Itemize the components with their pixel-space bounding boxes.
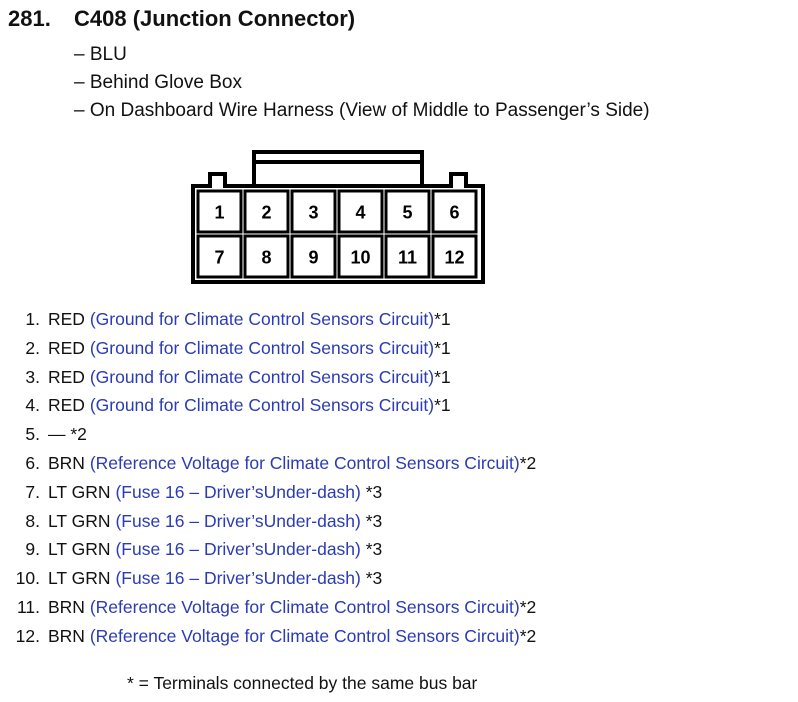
terminal-cell	[243, 234, 290, 279]
bus-bar-note: *3	[365, 481, 383, 502]
circuit-name: (Ground for Climate Control Sensors Circ…	[89, 395, 435, 416]
location-detail: – Behind Glove Box	[74, 72, 242, 93]
circuit-name: (Reference Voltage for Climate Control S…	[89, 596, 520, 617]
wire-color: RED	[48, 395, 85, 416]
color-detail: – BLU	[74, 44, 127, 65]
bus-bar-note: *2	[519, 452, 537, 473]
terminal-cell	[337, 189, 384, 234]
wire-color: BRN	[48, 625, 85, 646]
pin-description: RED (Ground for Climate Control Sensors …	[48, 305, 451, 334]
wire-color: RED	[48, 366, 85, 387]
pin-description: LT GRN (Fuse 16 – Driver’sUnder-dash) *3	[48, 478, 382, 507]
section-number: 281.	[8, 6, 51, 31]
wire-color: —	[48, 424, 66, 445]
terminal-number: 10	[350, 248, 370, 268]
circuit-name: (Fuse 16 – Driver’sUnder-dash)	[115, 510, 361, 531]
wire-color: RED	[48, 309, 85, 329]
pin-number: 1.	[25, 309, 40, 329]
pin-number: 9.	[25, 539, 40, 560]
bus-bar-note: *1	[434, 337, 451, 358]
bus-bar-note: *1	[434, 395, 451, 416]
connector-name: C408 (Junction Connector)	[74, 6, 356, 31]
pin-number: 4.	[25, 395, 40, 416]
bus-bar-note: *3	[365, 510, 383, 531]
pin-description: RED (Ground for Climate Control Sensors …	[48, 391, 451, 420]
pin-description: BRN (Reference Voltage for Climate Contr…	[48, 449, 536, 478]
pin-description: — *2	[48, 420, 87, 449]
bus-bar-note: *2	[519, 625, 537, 646]
circuit-name: (Ground for Climate Control Sensors Circ…	[89, 337, 435, 358]
terminal-cell	[384, 189, 431, 234]
terminal-cell	[290, 189, 337, 234]
pin-number: 6.	[25, 452, 40, 473]
terminal-cell	[431, 234, 478, 279]
pin-number: 8.	[25, 510, 40, 531]
wire-color: LT GRN	[48, 481, 111, 502]
pin-description: LT GRN (Fuse 16 – Driver’sUnder-dash) *3	[48, 535, 382, 564]
wire-color: BRN	[48, 452, 85, 473]
pin-description: BRN (Reference Voltage for Climate Contr…	[48, 593, 536, 622]
terminal-number: 12	[444, 248, 464, 268]
terminal-number: 6	[449, 203, 459, 223]
terminal-cell	[431, 189, 478, 234]
wire-color: LT GRN	[48, 510, 111, 531]
pin-number: 5.	[25, 424, 40, 445]
pin-description: LT GRN (Fuse 16 – Driver’sUnder-dash) *3	[48, 507, 382, 536]
terminal-cell	[196, 189, 243, 234]
bus-bar-note: *2	[519, 596, 537, 617]
circuit-name: (Ground for Climate Control Sensors Circ…	[89, 309, 435, 329]
wire-color: RED	[48, 337, 85, 358]
pin-number: 3.	[25, 366, 40, 387]
footnote: * = Terminals connected by the same bus …	[127, 673, 478, 693]
terminal-number: 5	[402, 203, 412, 223]
wire-color: BRN	[48, 596, 85, 617]
circuit-name: (Fuse 16 – Driver’sUnder-dash)	[115, 481, 361, 502]
terminal-number: 9	[308, 248, 318, 268]
bus-bar-note: *2	[70, 424, 87, 445]
terminal-cell	[196, 234, 243, 279]
wire-color: LT GRN	[48, 539, 111, 560]
terminal-number: 7	[214, 248, 224, 268]
pin-description: RED (Ground for Climate Control Sensors …	[48, 334, 451, 363]
terminal-cell	[337, 234, 384, 279]
harness-detail: – On Dashboard Wire Harness (View of Mid…	[74, 100, 650, 121]
circuit-name: (Reference Voltage for Climate Control S…	[89, 452, 520, 473]
bus-bar-note: *1	[434, 366, 451, 387]
terminal-number: 8	[261, 248, 271, 268]
terminal-number: 11	[398, 248, 417, 268]
terminal-cell	[243, 189, 290, 234]
pin-description: RED (Ground for Climate Control Sensors …	[48, 363, 451, 392]
pin-number: 2.	[25, 337, 40, 358]
terminal-cell	[384, 234, 431, 279]
terminal-number: 3	[308, 203, 318, 223]
circuit-name: (Ground for Climate Control Sensors Circ…	[89, 366, 435, 387]
bus-bar-note: *3	[365, 568, 383, 589]
terminal-cell	[290, 234, 337, 279]
pin-number: 7.	[25, 481, 40, 502]
pin-description: BRN (Reference Voltage for Climate Contr…	[48, 622, 536, 651]
terminal-number: 1	[214, 203, 224, 223]
pin-number: 12.	[15, 625, 40, 646]
pin-description: LT GRN (Fuse 16 – Driver’sUnder-dash) *3	[48, 564, 382, 593]
circuit-name: (Reference Voltage for Climate Control S…	[89, 625, 520, 646]
bus-bar-note: *3	[365, 539, 383, 560]
page-title: 281. C408 (Junction Connector)	[8, 6, 355, 32]
bus-bar-note: *1	[434, 309, 451, 329]
circuit-name: (Fuse 16 – Driver’sUnder-dash)	[115, 568, 361, 589]
pin-number: 10.	[15, 568, 40, 589]
circuit-name: (Fuse 16 – Driver’sUnder-dash)	[115, 539, 361, 560]
terminal-number: 4	[355, 203, 365, 223]
pin-number: 11.	[16, 596, 40, 617]
wire-color: LT GRN	[48, 568, 111, 589]
terminal-number: 2	[261, 203, 271, 223]
